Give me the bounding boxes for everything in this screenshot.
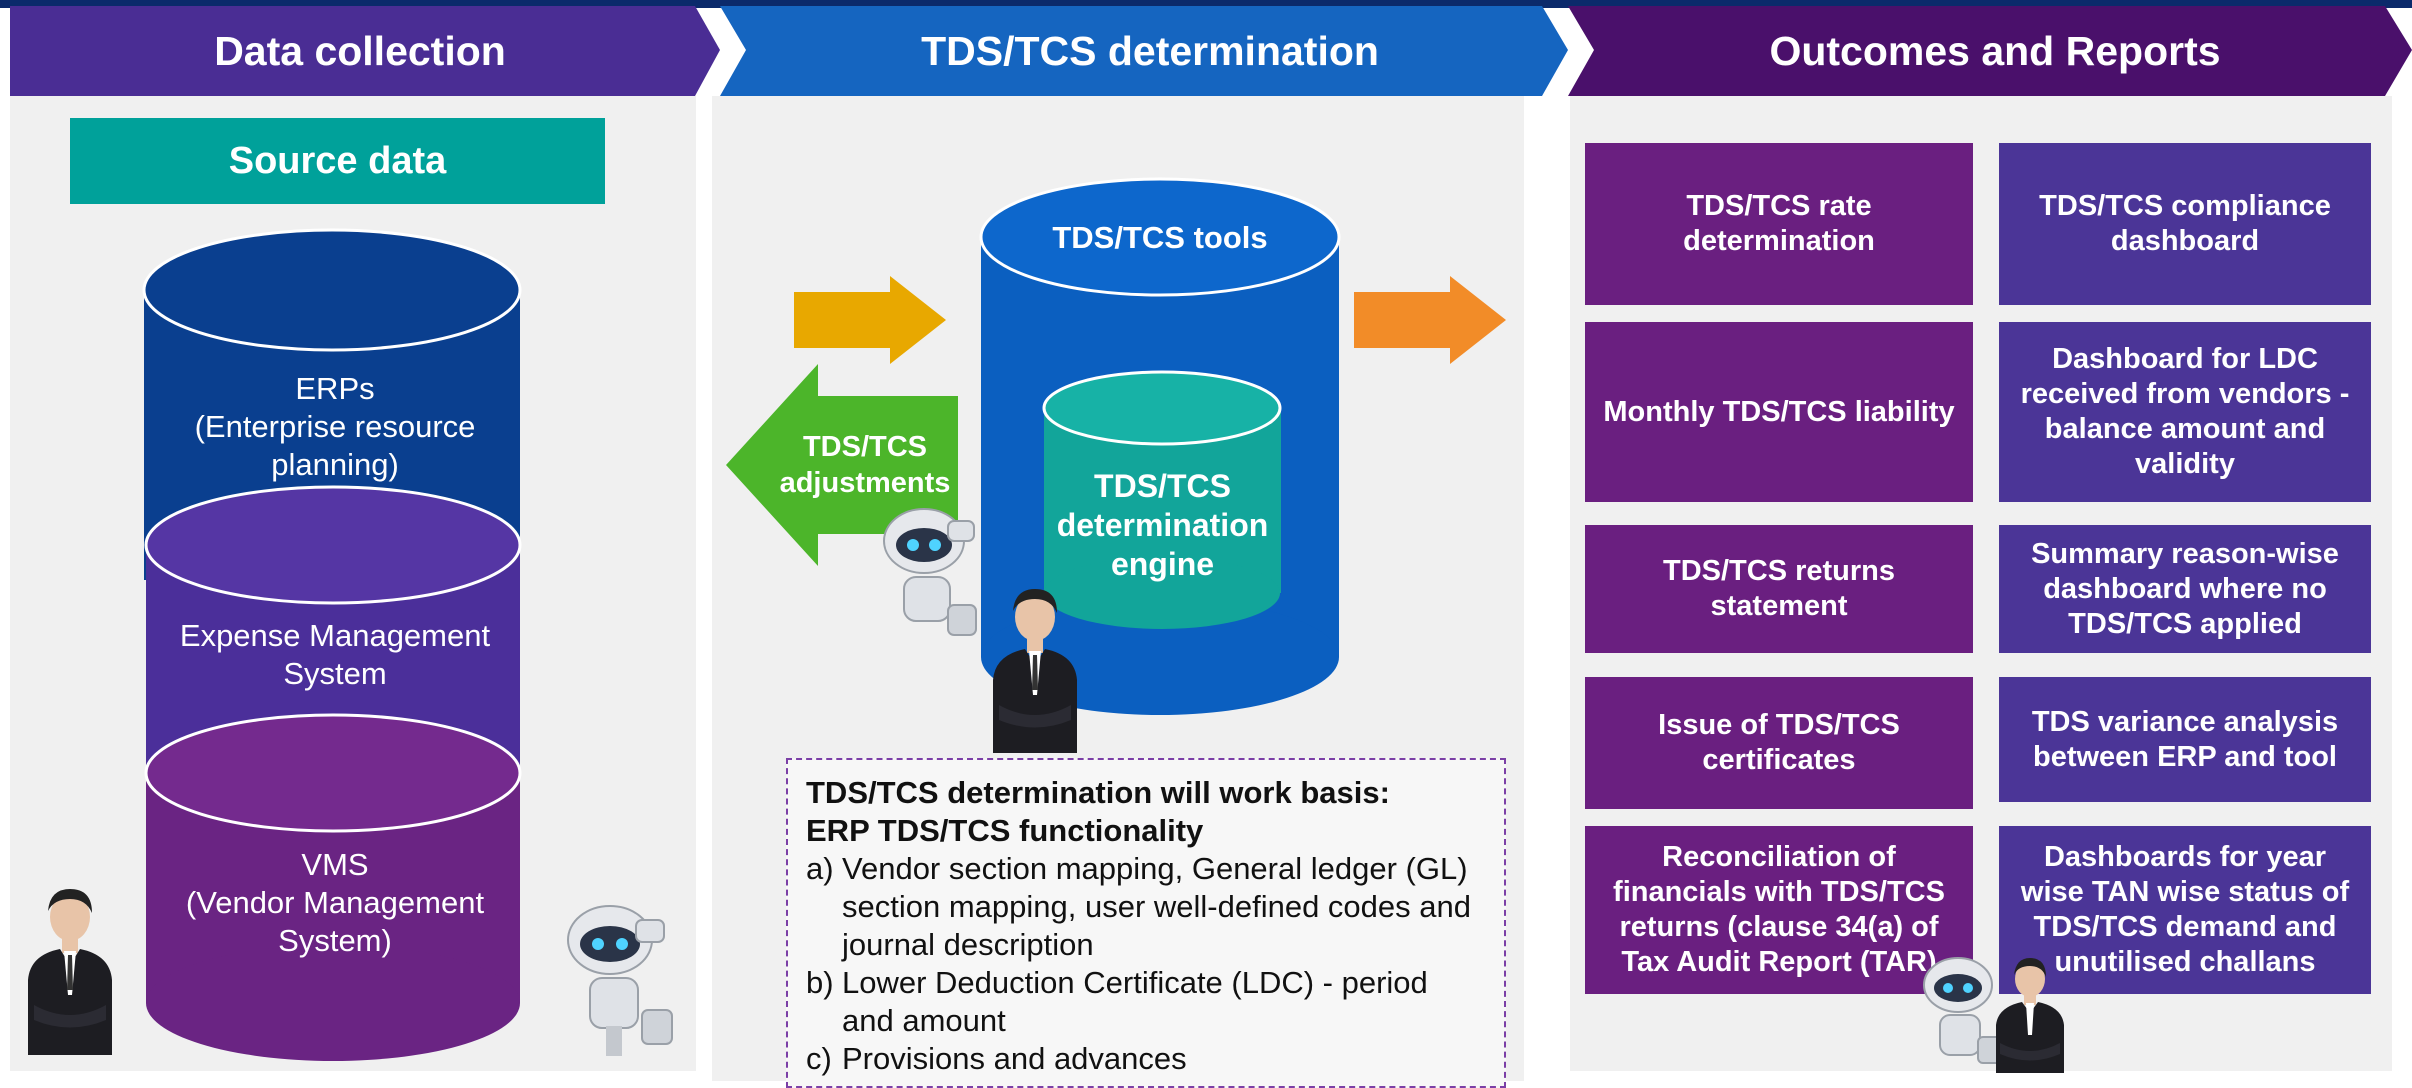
vms-label: VMS (Vendor Management System): [185, 847, 485, 958]
outcome-issue-certificates: Issue of TDS/TCS certificates: [1585, 677, 1973, 809]
person-icon: [1996, 958, 2064, 1073]
top-band: [0, 0, 2412, 8]
person-icon: [993, 589, 1077, 753]
header-chevrons: [10, 6, 2412, 96]
notes-item: a) Vendor section mapping, General ledge…: [806, 851, 1471, 962]
outcome-reconciliation: Reconciliation of financials with TDS/TC…: [1585, 826, 1973, 994]
header-right-shape: [1568, 6, 2412, 96]
engine-label: TDS/TCS determination engine: [1056, 467, 1269, 582]
adjustments-label: TDS/TCS adjustments: [779, 431, 951, 499]
outcome-monthly-liability: Monthly TDS/TCS liability: [1585, 322, 1973, 502]
outcome-reason-wise-dashboard: Summary reason-wise dashboard where no T…: [1999, 525, 2371, 653]
erp-label: ERPs (Enterprise resource planning): [194, 371, 476, 482]
robot-icon: [883, 508, 977, 636]
outcome-variance-analysis: TDS variance analysis between ERP and to…: [1999, 677, 2371, 802]
header-data-collection: Data collection: [214, 27, 506, 74]
input-arrow: [794, 276, 946, 364]
header-middle-shape: [720, 6, 1568, 96]
output-arrow: [1354, 276, 1506, 364]
outcome-ldc-dashboard: Dashboard for LDC received from vendors …: [1999, 322, 2371, 502]
source-data-title: Source data: [70, 118, 605, 204]
header-determination: TDS/TCS determination: [921, 27, 1379, 74]
source-cylinders: [142, 228, 522, 1061]
notes-heading-1: TDS/TCS determination will work basis:: [806, 775, 1390, 810]
outcome-rate-determination: TDS/TCS rate determination: [1585, 143, 1973, 305]
robot-icon: [567, 905, 673, 1056]
vms-cylinder: [144, 713, 522, 1061]
person-icon: [28, 889, 112, 1055]
notes-heading-2: ERP TDS/TCS functionality: [806, 813, 1204, 848]
notes-item: b) Lower Deduction Certificate (LDC) - p…: [806, 965, 1428, 1038]
tools-label: TDS/TCS tools: [1052, 220, 1268, 255]
outcome-returns-statement: TDS/TCS returns statement: [1585, 525, 1973, 653]
notes-item: c) Provisions and advances: [806, 1041, 1187, 1076]
header-outcomes: Outcomes and Reports: [1769, 27, 2221, 74]
determination-notes: TDS/TCS determination will work basis: E…: [786, 758, 1506, 1088]
outcome-tan-dashboards: Dashboards for year wise TAN wise status…: [1999, 826, 2371, 994]
engine-cylinder: [1042, 370, 1282, 629]
outcome-compliance-dashboard: TDS/TCS compliance dashboard: [1999, 143, 2371, 305]
header-left-shape: [10, 6, 720, 96]
ems-label: Expense Management System: [179, 618, 491, 691]
